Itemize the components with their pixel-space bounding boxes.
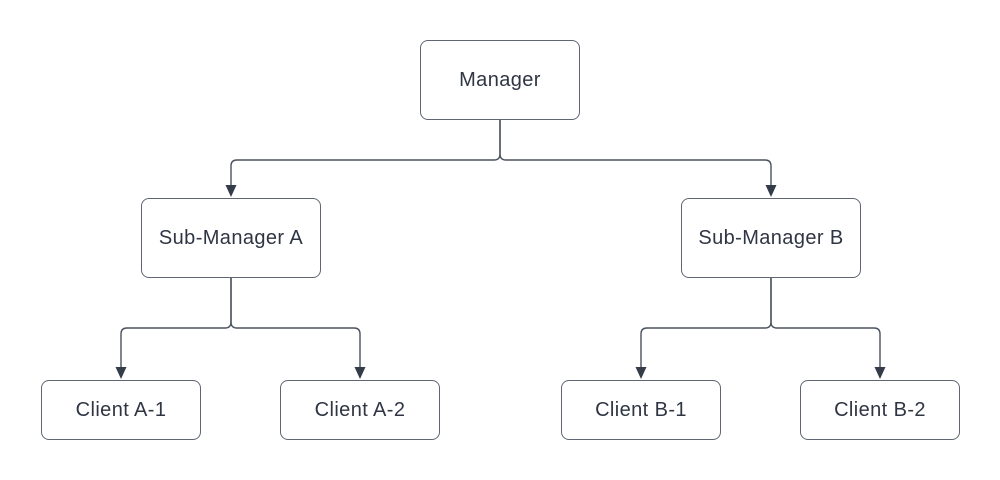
node-sub-manager-a: Sub-Manager A — [141, 198, 321, 278]
node-client-a-2: Client A-2 — [280, 380, 440, 440]
node-label-manager: Manager — [459, 69, 541, 91]
node-client-b-1: Client B-1 — [561, 380, 721, 440]
node-sub-manager-b: Sub-Manager B — [681, 198, 861, 278]
connector-manager-to-sub-manager-b — [499, 120, 772, 186]
node-label-client-a-2: Client A-2 — [314, 399, 406, 421]
node-label-sub-manager-b: Sub-Manager B — [698, 227, 844, 249]
arrowhead-icon — [765, 185, 777, 197]
node-label-client-b-1: Client B-1 — [595, 399, 687, 421]
arrowhead-icon — [874, 367, 886, 379]
connector-sub-manager-a-to-client-a-2 — [230, 278, 361, 368]
node-label-sub-manager-a: Sub-Manager A — [158, 227, 304, 249]
node-label-client-b-2: Client B-2 — [834, 399, 926, 421]
node-label-client-a-1: Client A-1 — [75, 399, 167, 421]
node-client-a-1: Client A-1 — [41, 380, 201, 440]
arrowhead-icon — [115, 367, 127, 379]
node-manager: Manager — [420, 40, 580, 120]
node-client-b-2: Client B-2 — [800, 380, 960, 440]
arrowhead-icon — [635, 367, 647, 379]
connector-sub-manager-b-to-client-b-2 — [770, 278, 881, 368]
arrowhead-icon — [225, 185, 237, 197]
arrowhead-icon — [354, 367, 366, 379]
